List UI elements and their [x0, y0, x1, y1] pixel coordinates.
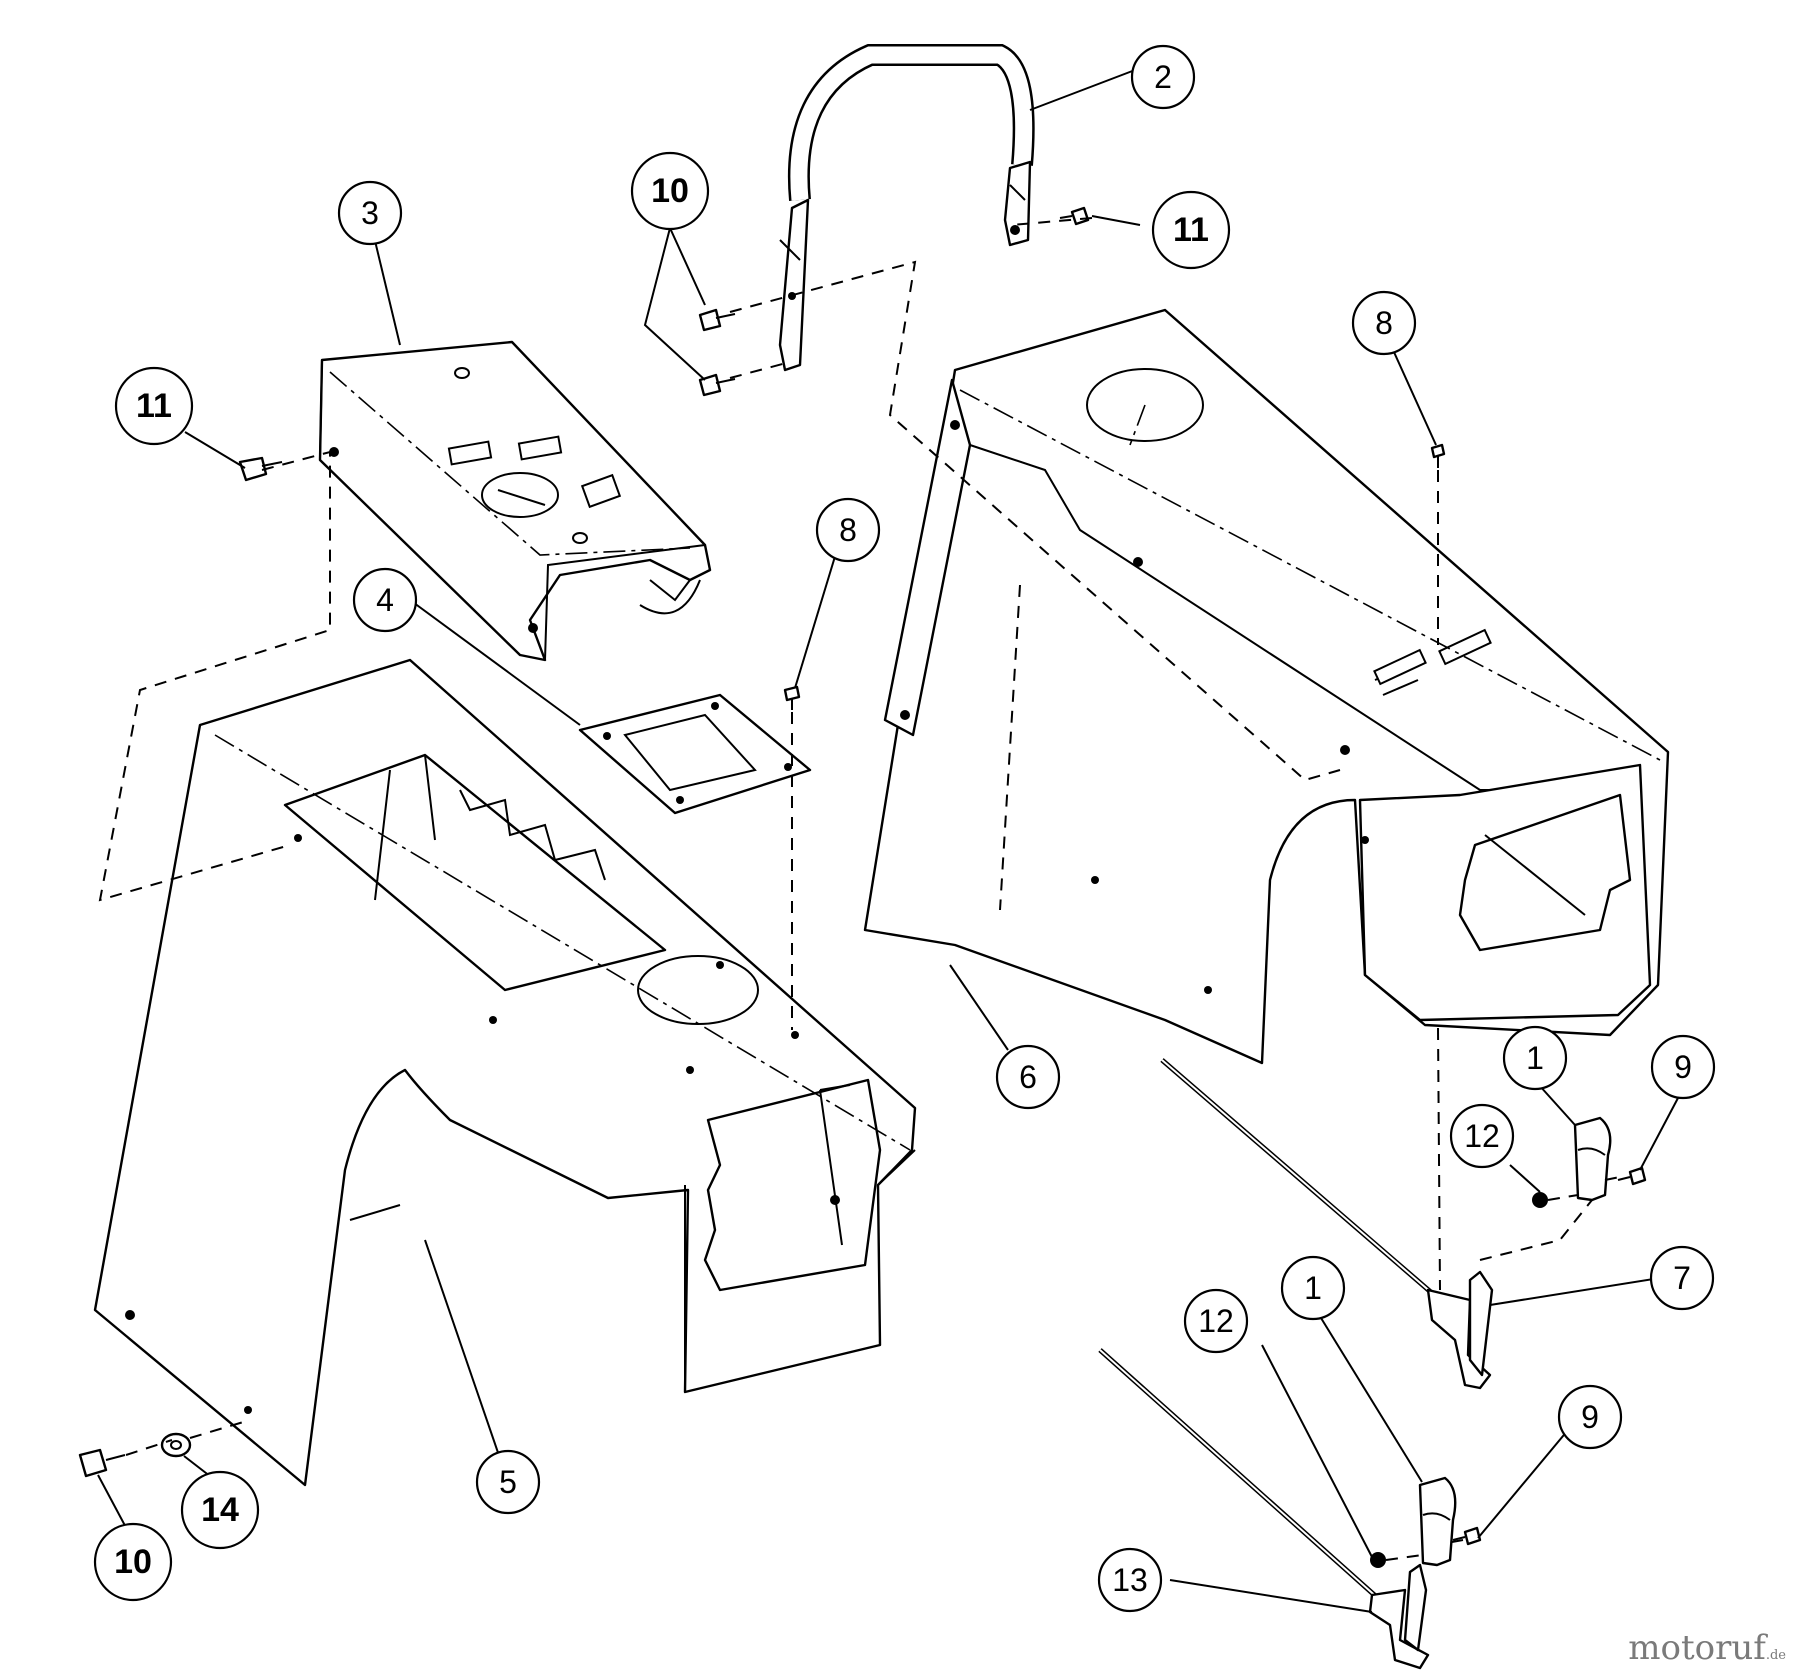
watermark-logo: motoruf.de: [1628, 1628, 1786, 1668]
right-fender-housing: [863, 308, 1670, 1065]
fasteners: [78, 206, 1647, 1568]
svg-text:11: 11: [1173, 211, 1209, 249]
callout-8-right: 8: [1351, 290, 1417, 356]
watermark-suffix: .de: [1765, 1648, 1786, 1663]
callout-11-right: 11: [1151, 190, 1231, 270]
brake-linkage-13: [1098, 1348, 1430, 1670]
svg-text:8: 8: [1375, 305, 1393, 341]
callout-11-left: 11: [114, 366, 194, 446]
dash-plate: [578, 693, 812, 815]
svg-text:6: 6: [1019, 1059, 1037, 1095]
callout-5: 5: [475, 1449, 541, 1515]
callout-10-top: 10: [630, 151, 710, 231]
svg-text:7: 7: [1673, 1260, 1691, 1296]
svg-text:5: 5: [499, 1464, 517, 1500]
pedal-pad-lower: [1418, 1476, 1457, 1567]
brake-linkage-7: [1160, 1058, 1494, 1390]
callout-12-lower: 12: [1183, 1288, 1249, 1354]
svg-text:2: 2: [1154, 59, 1172, 95]
callout-13: 13: [1097, 1547, 1163, 1613]
callout-10-bottom: 10: [93, 1522, 173, 1602]
dash-panel: [318, 340, 712, 662]
svg-text:11: 11: [136, 387, 172, 425]
pedal-pad-upper: [1573, 1116, 1612, 1202]
svg-text:9: 9: [1674, 1049, 1692, 1085]
callout-9-upper: 9: [1650, 1034, 1716, 1100]
svg-text:3: 3: [361, 195, 379, 231]
svg-text:8: 8: [839, 512, 857, 548]
callout-3: 3: [337, 180, 403, 246]
callout-leaders: [97, 69, 1679, 1613]
callout-1-upper: 1: [1502, 1025, 1568, 1091]
callout-7: 7: [1649, 1245, 1715, 1311]
left-fender-housing: [93, 658, 917, 1487]
svg-text:10: 10: [651, 172, 689, 210]
callout-6: 6: [995, 1044, 1061, 1110]
svg-text:9: 9: [1581, 1399, 1599, 1435]
watermark-brand: motoruf: [1628, 1628, 1766, 1668]
callout-8-left: 8: [815, 497, 881, 563]
callout-14: 14: [180, 1470, 260, 1550]
svg-text:10: 10: [114, 1543, 152, 1581]
assembly-guide-lines: [98, 217, 1626, 1561]
svg-text:14: 14: [201, 1491, 239, 1529]
svg-text:13: 13: [1112, 1562, 1148, 1598]
grab-handle: [778, 44, 1035, 372]
callout-2: 2: [1130, 44, 1196, 110]
callout-4: 4: [352, 567, 418, 633]
svg-text:12: 12: [1198, 1303, 1234, 1339]
callout-12-upper: 12: [1449, 1103, 1515, 1169]
svg-text:1: 1: [1304, 1270, 1322, 1306]
svg-text:12: 12: [1464, 1118, 1500, 1154]
svg-text:1: 1: [1526, 1040, 1544, 1076]
svg-text:4: 4: [376, 582, 394, 618]
callout-1-lower: 1: [1280, 1255, 1346, 1321]
callout-9-lower: 9: [1557, 1384, 1623, 1450]
